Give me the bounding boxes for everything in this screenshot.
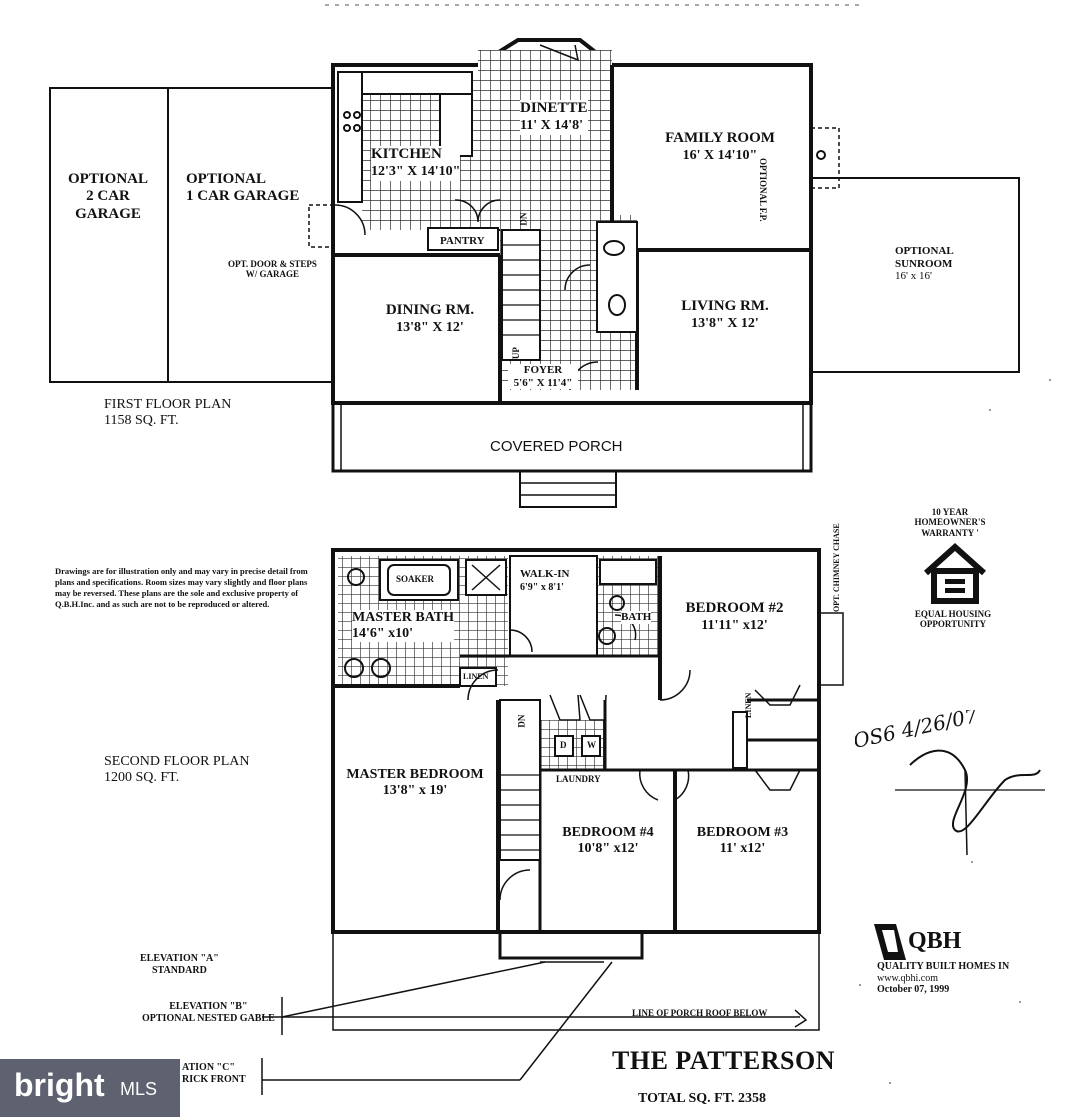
bedroom4-label: BEDROOM #4 10'8" x12' [562,825,654,857]
linen-2 [732,711,748,769]
dining-room-label: DINING RM. 13'8" X 12' [385,302,475,336]
linen2-label: LINEN [744,692,753,718]
equal-housing-icon [923,542,987,604]
elevation-a-label: ELEVATION "A" STANDARD [140,953,219,976]
garage-2car-outline [49,87,169,383]
kitchen-counter [337,71,363,203]
qbh-logo-text: QBH [908,928,962,954]
master-bedroom-label: MASTER BEDROOM 13'8" x 19' [346,767,484,799]
laundry-label: LAUNDRY [556,774,601,784]
pantry-box [427,227,499,251]
washer-label: W [587,740,596,750]
stairs-dn-2-label: DN [516,714,527,728]
pantry-label: PANTRY [440,235,485,247]
fireplace [810,127,840,189]
first-floor-caption: FIRST FLOOR PLAN 1158 SQ. FT. [104,397,232,429]
dinette-label: DINETTE 11' X 14'8' [520,100,588,135]
porch-roof-outline [332,931,820,1031]
linen1-label: LINEN [463,672,489,681]
washer [581,735,601,757]
signature-scribble: OS6 4/26/07 [855,710,1045,856]
second-floor [261,548,844,1095]
stairs-second [499,699,541,861]
porch-outline [331,401,813,473]
second-floor-caption: SECOND FLOOR PLAN 1200 SQ. FT. [104,754,250,786]
chimney-chase [818,612,844,686]
walkin-label: WALK-IN 6'9" x 8'1' [520,568,570,593]
sunroom-label: OPTIONAL SUNROOM 16' x 16' [895,245,954,283]
soaker-label: SOAKER [396,574,435,584]
bright-mls-watermark: bright MLS [0,1059,180,1117]
garage-2car-label: OPTIONAL 2 CAR GARAGE [67,171,148,222]
stairs-up-label: UP [510,347,521,360]
chimney-label: OPT. CHIMNEY CHASE [832,523,841,612]
bedroom2-label: BEDROOM #2 11'11" x12' [685,600,784,634]
kitchen-label: KITCHEN 12'3" X 14'10" [371,146,461,181]
dryer [554,735,574,757]
porch-steps [519,470,617,508]
bright-logo-text: bright [14,1067,105,1103]
living-room-label: LIVING RM. 13'8" X 12' [681,298,769,332]
stairs-first [501,229,541,361]
foyer-label: FOYER 5'6" X 11'4" [508,364,578,390]
sunroom-outline [810,177,1020,373]
master-bath-label: MASTER BATH 14'6" x10' [352,610,455,643]
plan-title: THE PATTERSON [612,1046,835,1075]
dryer-label: D [560,740,567,750]
dinette-tile [478,50,612,230]
svg-text:OS6 4/26/07: OS6 4/26/07 [855,710,980,753]
first-floor [49,38,1020,508]
elevation-b-label: ELEVATION "B" OPTIONAL NESTED GABLE [142,1001,275,1024]
equal-housing-label: EQUAL HOUSING OPPORTUNITY [914,609,992,630]
company-info: QUALITY BUILT HOMES IN www.qbhi.com Octo… [877,961,1010,995]
covered-porch-label: COVERED PORCH [490,438,623,455]
elevation-c-label: ATION "C" RICK FRONT [182,1062,246,1085]
family-room-label: FAMILY ROOM 16' X 14'10" [665,130,775,164]
warranty-label: 10 YEAR HOMEOWNER'S WARRANTY ' [914,507,986,538]
stairs-dn-label: DN [518,212,529,226]
optional-fp-note: OPTIONAL F.P. [758,158,768,222]
garage-1car-label: OPTIONAL 1 CAR GARAGE [186,171,300,205]
porch-roof-label: LINE OF PORCH ROOF BELOW [632,1008,768,1018]
bath-label: BATH [621,611,652,624]
mls-logo-text: MLS [120,1079,158,1099]
disclaimer-text: Drawings are for illustration only and m… [55,566,308,609]
walkin [509,555,598,657]
opt-door-note: OPT. DOOR & STEPS W/ GARAGE [228,259,317,280]
bedroom3-label: BEDROOM #3 11' x12' [696,825,789,857]
kitchen-island [439,93,473,157]
kitchen-counter-top [361,71,473,95]
total-sqft: TOTAL SQ. FT. 2358 [638,1091,766,1106]
qbh-logo-icon [874,924,906,960]
